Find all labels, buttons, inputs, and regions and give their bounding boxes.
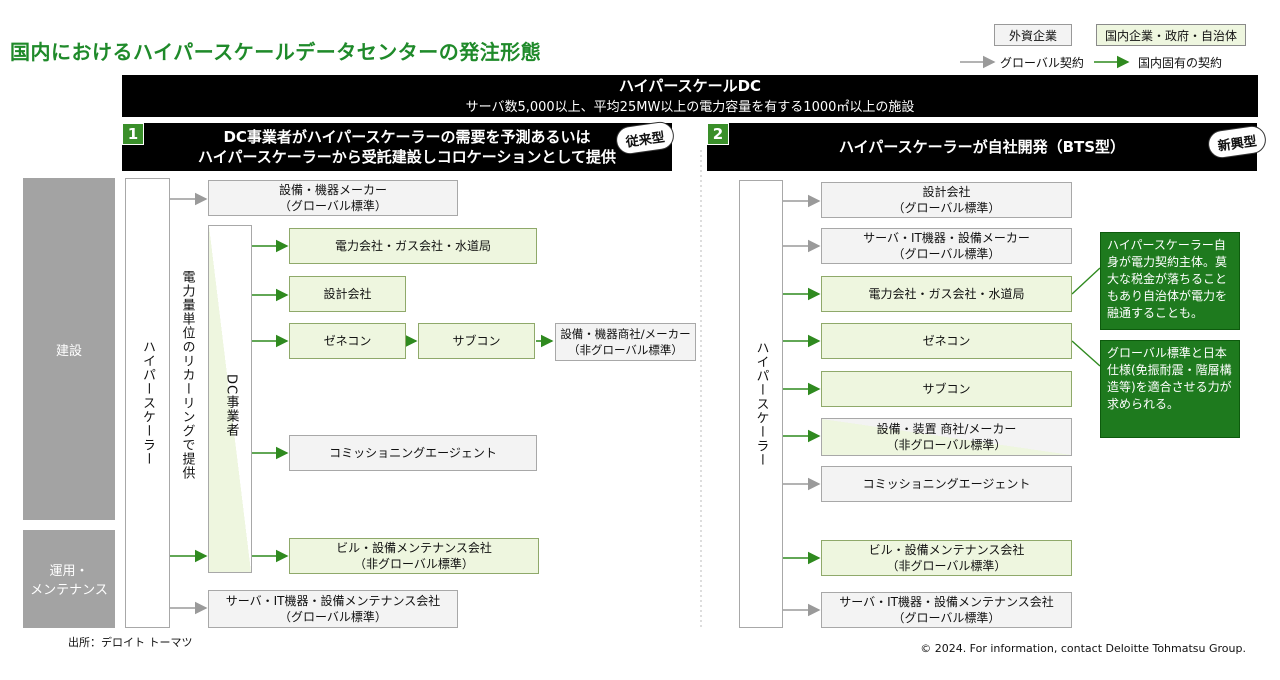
section1-heading: DC事業者がハイパースケーラーの需要を予測あるいは ハイパースケーラーから受託建… [122, 123, 672, 171]
s1-equipment-maker: 設備・機器メーカー （グローバル標準） [208, 180, 458, 216]
s1-building-maintenance: ビル・設備メンテナンス会社 （非グローバル標準） [289, 538, 539, 574]
s2-commissioning: コミッショニングエージェント [821, 466, 1072, 502]
s2-server-maker: サーバ・IT機器・設備メーカー （グローバル標準） [821, 228, 1072, 264]
s2-building-maintenance: ビル・設備メンテナンス会社 （非グローバル標準） [821, 540, 1072, 576]
banner-title: ハイパースケールDC [618, 77, 762, 95]
section2-heading: ハイパースケーラーが自社開発（BTS型） [707, 123, 1257, 171]
copyright: © 2024. For information, contact Deloitt… [920, 642, 1246, 655]
callout-power-contract: ハイパースケーラー自身が電力契約主体。莫大な税金が落ちることもあり自治体が電力を… [1100, 232, 1240, 330]
s1-commissioning: コミッショニングエージェント [289, 435, 537, 471]
s2-design: 設計会社 （グローバル標準） [821, 182, 1072, 218]
s2-utilities: 電力会社・ガス会社・水道局 [821, 276, 1072, 312]
s1-equipment-trader: 設備・機器商社/メーカー （非グローバル標準） [555, 323, 696, 361]
s1-design: 設計会社 [289, 276, 406, 312]
source-note: 出所：デロイト トーマツ [68, 636, 193, 649]
legend-domestic: 国内企業・政府・自治体 [1096, 24, 1246, 46]
page-title: 国内におけるハイパースケールデータセンターの発注形態 [10, 40, 542, 64]
section2-hyperscaler: ハイパースケーラー [739, 180, 783, 628]
section1-dc-operator: DC事業者 [223, 374, 239, 438]
s1-utilities: 電力会社・ガス会社・水道局 [289, 228, 537, 264]
legend-domestic-contract: 国内固有の契約 [1138, 56, 1223, 70]
section1-leasing-label: 電力量単位のリカーリングで提供 [179, 270, 195, 480]
hyperscale-banner: ハイパースケールDC サーバ数5,000以上、平均25MW以上の電力容量を有する… [122, 75, 1258, 117]
s2-equipment-trader: 設備・装置 商社/メーカー （非グローバル標準） [821, 418, 1072, 456]
section1-hyperscaler: ハイパースケーラー [125, 178, 170, 628]
legend-global-contract: グローバル契約 [1000, 56, 1084, 70]
s2-server-maintenance: サーバ・IT機器・設備メンテナンス会社 （グローバル標準） [821, 592, 1072, 628]
s1-general-contractor: ゼネコン [289, 323, 406, 359]
phase-operation: 運用・ メンテナンス [23, 530, 115, 628]
section1-dc-operator-box: DC事業者 [208, 225, 252, 573]
banner-subtitle: サーバ数5,000以上、平均25MW以上の電力容量を有する1000㎡以上の施設 [465, 100, 915, 115]
section1-number: 1 [122, 123, 144, 145]
s1-subcontractor: サブコン [418, 323, 535, 359]
callout-global-standard: グローバル標準と日本仕様(免振耐震・階層構造等)を適合させる力が求められる。 [1100, 340, 1240, 438]
s1-server-maintenance: サーバ・IT機器・設備メンテナンス会社 （グローバル標準） [208, 590, 458, 628]
legend-foreign: 外資企業 [994, 24, 1072, 46]
phase-construction: 建設 [23, 178, 115, 520]
s2-subcontractor: サブコン [821, 371, 1072, 407]
s2-general-contractor: ゼネコン [821, 323, 1072, 359]
section2-number: 2 [707, 123, 729, 145]
